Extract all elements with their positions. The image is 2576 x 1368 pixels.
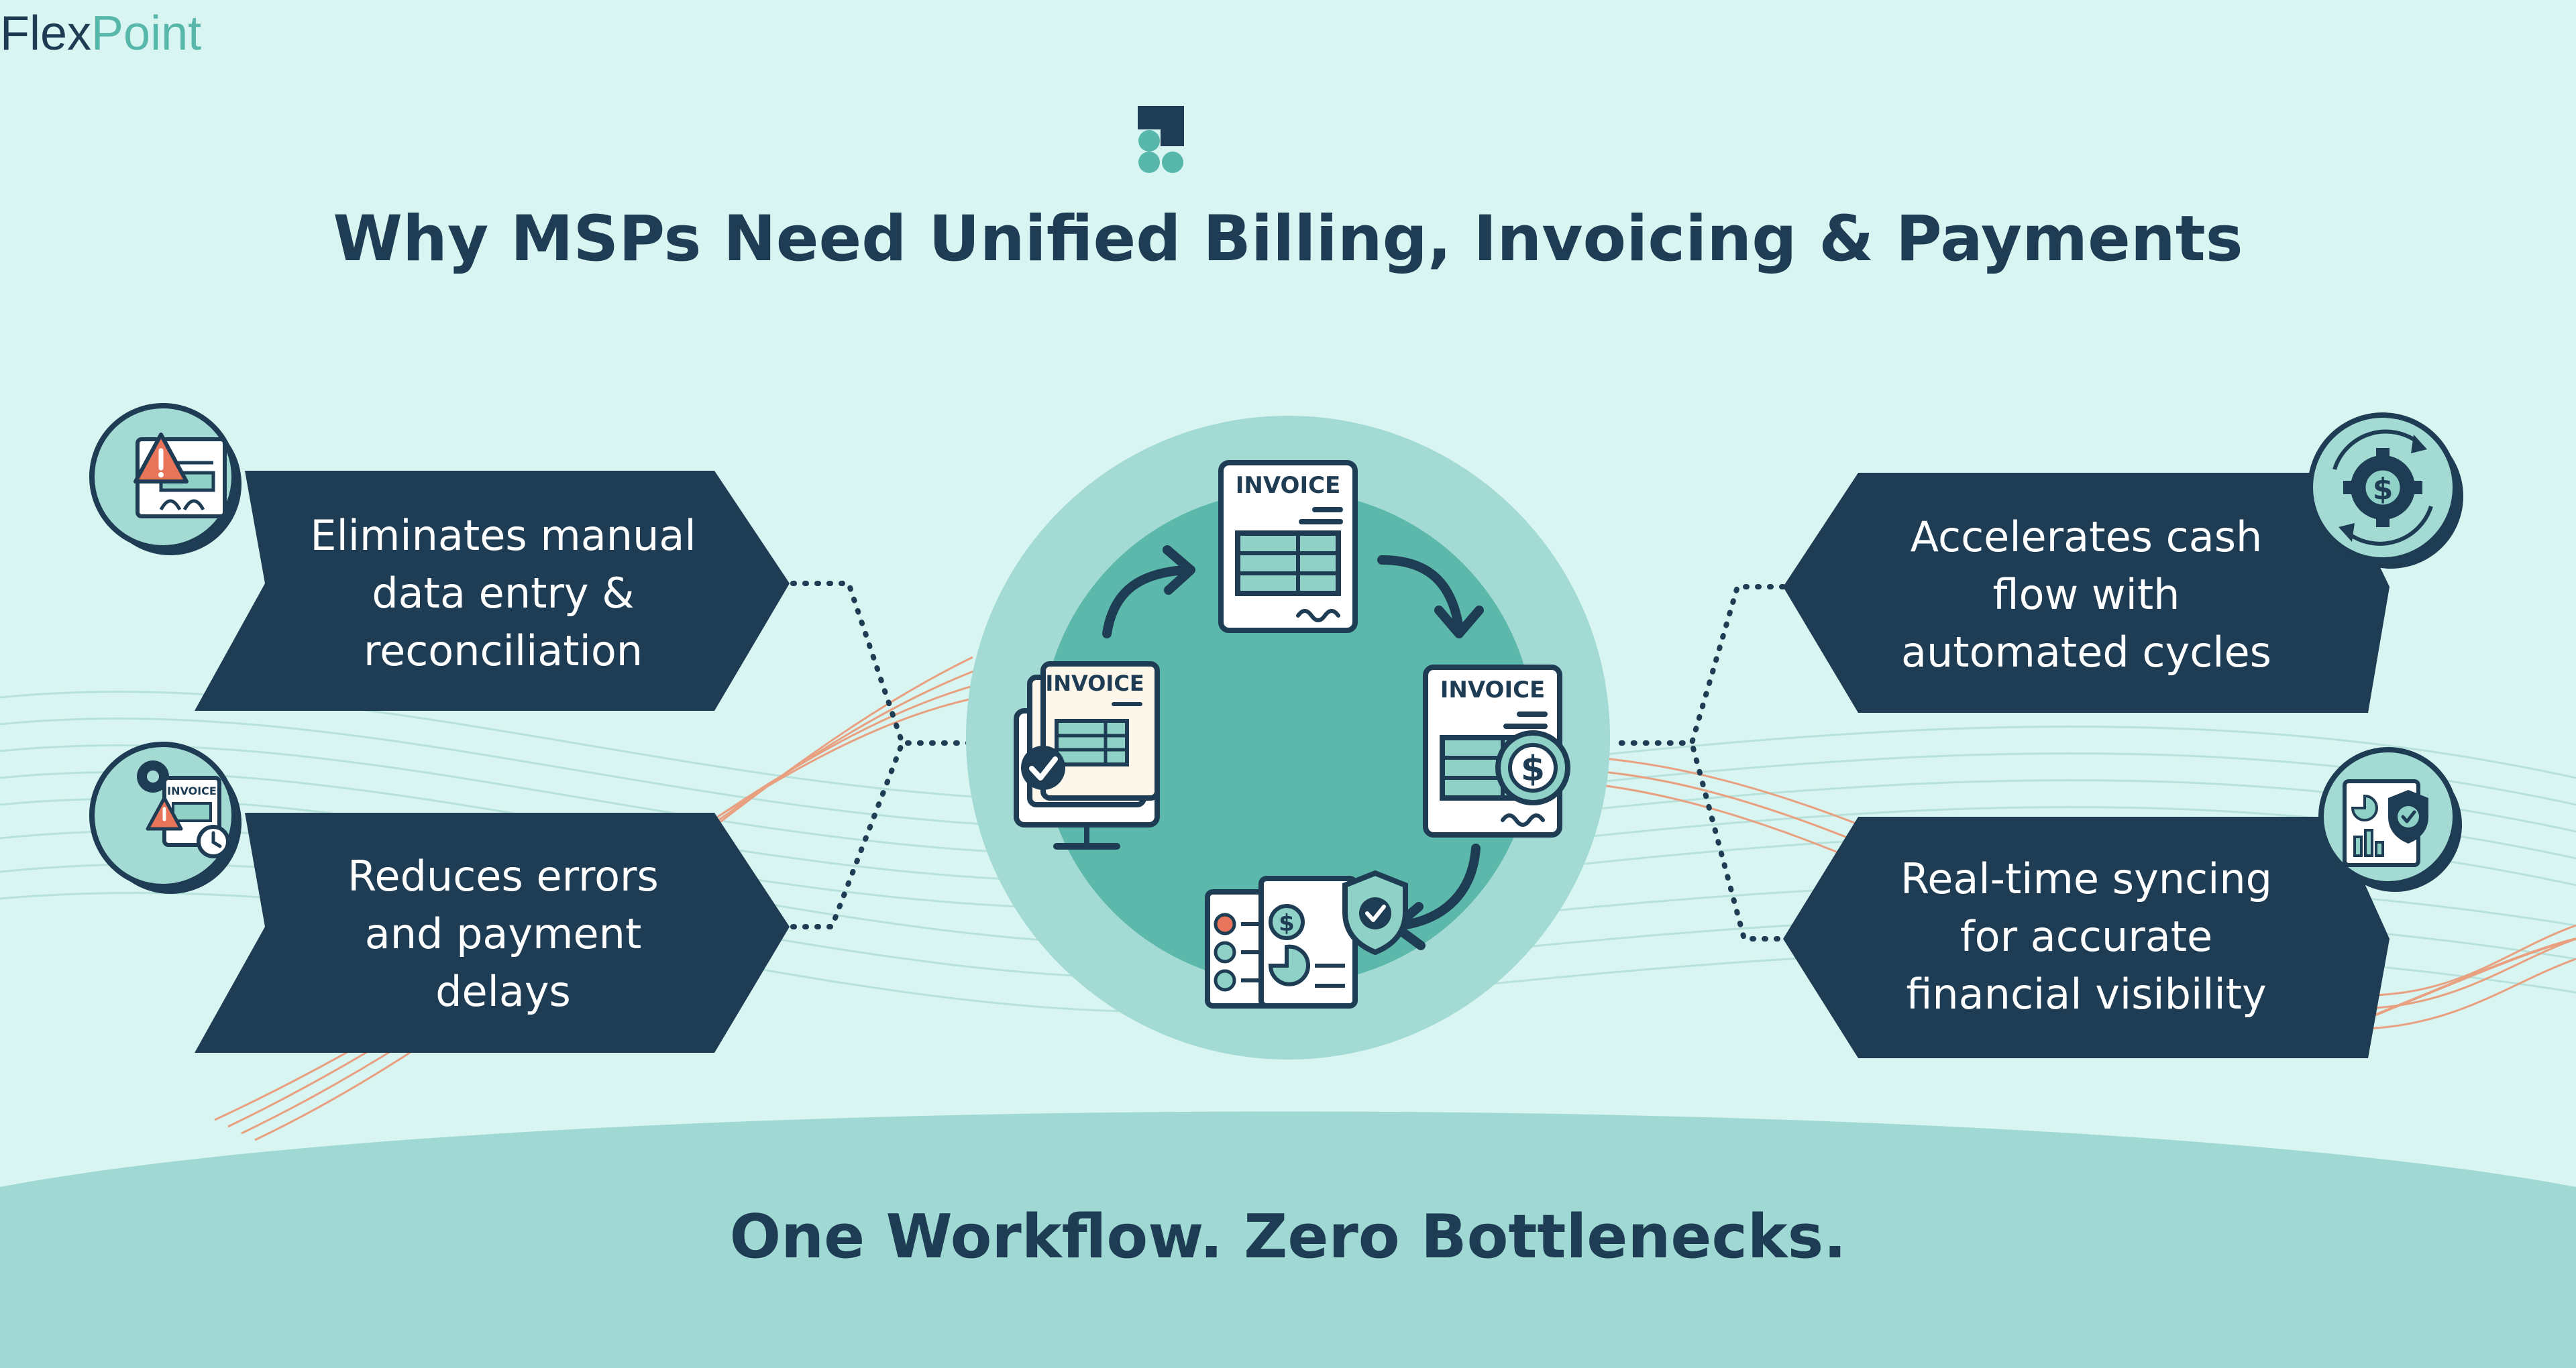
invoice-label: INVOICE [167, 785, 217, 797]
benefit-text-left-bottom: Reduces errors and payment delays [268, 823, 738, 1045]
page-title: Why MSPs Need Unified Billing, Invoicing… [333, 203, 2243, 276]
svg-text:$: $ [2373, 472, 2394, 506]
cycle-arrows [1102, 545, 1484, 950]
benefit-text-left-top: Eliminates manual data entry & reconcili… [268, 483, 738, 704]
brand-name-part1: Flex [0, 7, 92, 60]
invoice-label: INVOICE [1045, 671, 1144, 696]
brand-name-part2: Point [91, 7, 202, 60]
invoice-label: INVOICE [1440, 677, 1546, 703]
dollar-gear-cycle-icon: $ [2308, 412, 2463, 569]
benefit-card-right-bottom [1783, 817, 2390, 1058]
benefit-text-right-bottom: Real-time syncing for accurate financial… [1851, 826, 2321, 1047]
svg-text:$: $ [1521, 749, 1545, 789]
arrow-icon [1377, 555, 1464, 634]
footer-tagline: One Workflow. Zero Bottlenecks. [729, 1202, 1847, 1272]
invoice-document-icon: INVOICE [1221, 463, 1355, 630]
billing-cycle: INVOICE INVOICE INVOICE $ [966, 416, 1610, 1060]
benefit-card-left-top [195, 471, 790, 711]
benefit-label: Accelerates cash flow with automated cyc… [1901, 512, 2271, 677]
report-shield-icon [2318, 747, 2462, 892]
brand: FlexPoint [0, 0, 255, 67]
invoice-payment-icon: INVOICE $ [1426, 667, 1570, 835]
flexpoint-logo-icon [1138, 106, 1184, 173]
benefit-label: Real-time syncing for accurate financial… [1900, 854, 2273, 1019]
invoice-error-clock-icon: INVOICE [89, 742, 241, 894]
benefit-card-left-bottom [195, 813, 790, 1053]
benefit-label: Reduces errors and payment delays [347, 852, 659, 1016]
cycle-inner-circle [1041, 491, 1535, 984]
benefit-card-right-top [1783, 473, 2390, 713]
invoice-monitor-check-icon: INVOICE [1014, 661, 1160, 850]
check-icon [1021, 746, 1065, 790]
arrow-icon [1102, 565, 1189, 638]
brand-wordmark: FlexPoint [0, 0, 201, 67]
svg-text:$: $ [1279, 910, 1295, 937]
connector-lines [790, 581, 1786, 942]
invoice-label: INVOICE [1236, 472, 1341, 499]
benefit-text-right-top: Accelerates cash flow with automated cyc… [1851, 484, 2321, 705]
benefit-label: Eliminates manual data entry & reconcili… [310, 511, 696, 675]
manual-entry-warning-icon [89, 403, 241, 555]
arrow-icon [1397, 844, 1481, 930]
ground-hill [0, 1111, 2576, 1368]
secured-reports-icon: $ [1205, 870, 1408, 1009]
